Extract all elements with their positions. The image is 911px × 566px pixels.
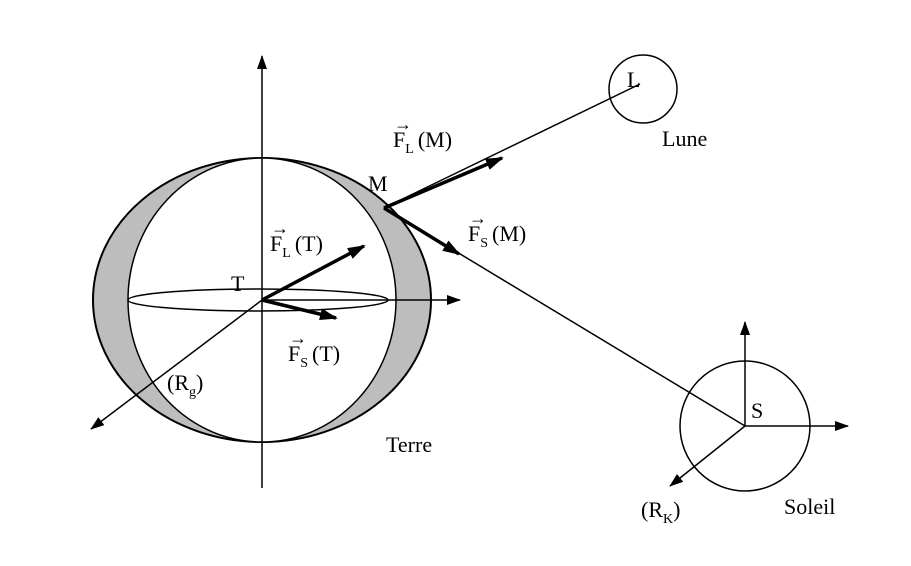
- force-moon-on-t-arg: (T): [295, 231, 323, 256]
- force-sun-on-m-vec-arrow: →: [469, 208, 487, 228]
- moon-circle: [608, 54, 678, 124]
- m-to-moon-line: [383, 83, 641, 209]
- force-sun-on-t-symbol: F: [288, 341, 300, 366]
- force-moon-on-t-sub: L: [282, 246, 291, 261]
- force-moon-on-m-arg: (M): [418, 127, 452, 152]
- force-moon-on-m-arrow: [383, 156, 504, 210]
- earth-center-label: T: [231, 271, 245, 296]
- sun-frame-axes: [669, 321, 849, 487]
- force-sun-on-t-arrow: [261, 298, 338, 321]
- force-sun-on-m-arrow: [383, 206, 461, 256]
- force-sun-on-m-sub: S: [480, 236, 488, 251]
- force-sun-on-m-arg: (M): [492, 221, 526, 246]
- force-sun-on-m-label: → FS (M): [468, 208, 526, 251]
- force-moon-on-m-vec-arrow: →: [394, 114, 412, 134]
- sun-frame-label: (RK): [641, 497, 680, 527]
- force-moon-on-t-text: FL (T): [270, 231, 323, 261]
- sun-depth-axis: [669, 425, 746, 487]
- force-moon-on-m-label: → FL (M): [393, 114, 452, 157]
- earth-name-label: Terre: [386, 432, 432, 457]
- sun-frame-close: ): [673, 497, 680, 522]
- point-m-label: M: [368, 171, 388, 196]
- moon-name-label: Lune: [662, 126, 707, 151]
- force-vectors: [261, 156, 504, 321]
- earth-frame-label: (Rg): [167, 370, 203, 400]
- force-moon-on-m-text: FL (M): [393, 127, 452, 157]
- force-sun-on-t-arg: (T): [312, 341, 340, 366]
- earth-frame-close: ): [196, 370, 203, 395]
- earth-frame-main: (R: [167, 370, 189, 395]
- force-moon-on-t-vec-arrow: →: [271, 218, 289, 238]
- force-sun-on-t-vec-arrow: →: [289, 328, 307, 348]
- force-moon-on-m-sub: L: [405, 142, 414, 157]
- force-moon-on-t-label: → FL (T): [270, 218, 323, 261]
- sun-name-label: Soleil: [784, 494, 835, 519]
- earth-frame-sub: g: [189, 385, 196, 400]
- force-sun-on-t-text: FS (T): [288, 341, 340, 371]
- force-moon-on-m-symbol: F: [393, 127, 405, 152]
- force-sun-on-m-symbol: F: [468, 221, 480, 246]
- sun-center-label: S: [751, 398, 763, 423]
- earth-frame-axes: [90, 55, 461, 488]
- force-sun-on-t-sub: S: [300, 356, 308, 371]
- force-sun-on-t-label: → FS (T): [288, 328, 340, 371]
- moon-center-label: L: [627, 67, 640, 92]
- sun-frame-sub: K: [663, 512, 673, 527]
- force-moon-on-t-symbol: F: [270, 231, 282, 256]
- force-sun-on-m-text: FS (M): [468, 221, 526, 251]
- sun-frame-main: (R: [641, 497, 663, 522]
- earth-depth-axis: [90, 299, 263, 430]
- force-moon-on-t-arrow: [261, 244, 366, 302]
